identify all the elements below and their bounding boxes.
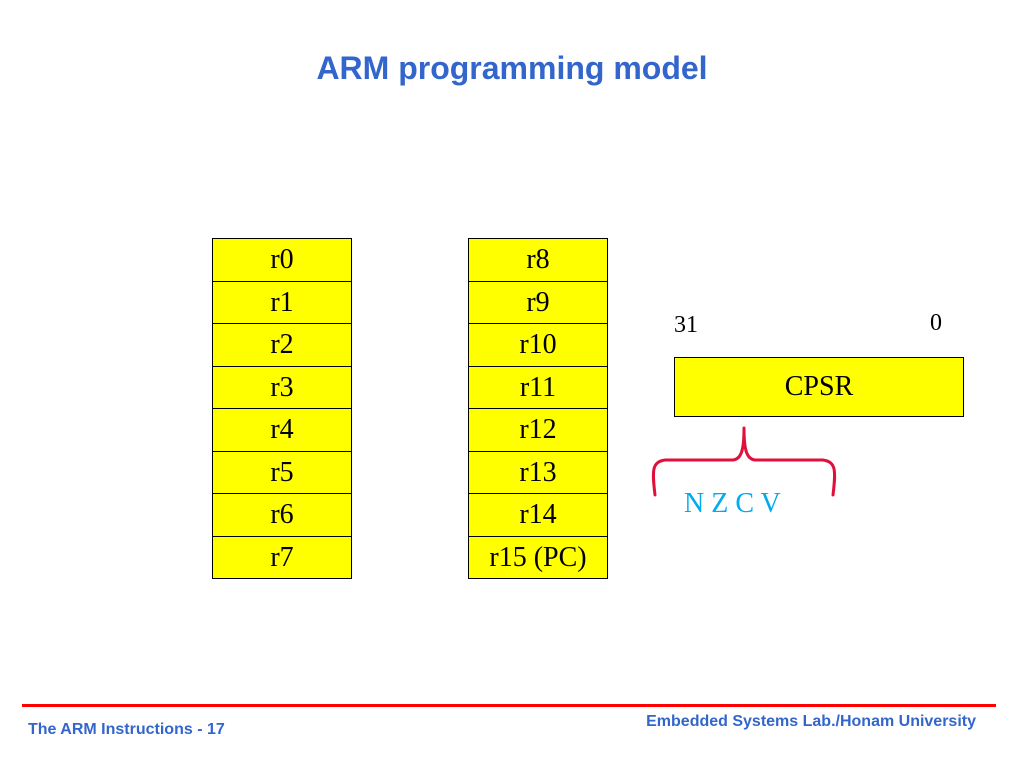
register-cell: r10 [469,324,607,367]
footer-divider [22,704,996,707]
register-cell: r12 [469,409,607,452]
register-cell: r8 [469,239,607,282]
condition-flags-label: N Z C V [684,488,781,519]
cpsr-high-bit-label: 31 [674,312,698,338]
register-cell: r1 [213,282,351,324]
register-cell: r15 (PC) [469,537,607,579]
register-column-high: r8 r9 r10 r11 r12 r13 r14 r15 (PC) [468,238,608,579]
register-cell: r4 [213,409,351,452]
slide-title: ARM programming model [316,50,708,86]
footer-institution-label: Embedded Systems Lab./Honam University [646,713,976,730]
flags-brace-icon [651,426,837,497]
register-cell: r13 [469,452,607,494]
register-cell: r9 [469,282,607,324]
register-cell: r0 [213,239,351,282]
register-cell: r11 [469,367,607,409]
register-cell: r5 [213,452,351,494]
cpsr-register: CPSR [674,357,964,417]
register-cell: r3 [213,367,351,409]
register-cell: r7 [213,537,351,579]
register-cell: r2 [213,324,351,367]
cpsr-low-bit-label: 0 [930,310,942,336]
register-cell: r14 [469,494,607,537]
footer-page-label: The ARM Instructions - 17 [28,721,225,738]
register-column-low: r0 r1 r2 r3 r4 r5 r6 r7 [212,238,352,579]
register-cell: r6 [213,494,351,537]
